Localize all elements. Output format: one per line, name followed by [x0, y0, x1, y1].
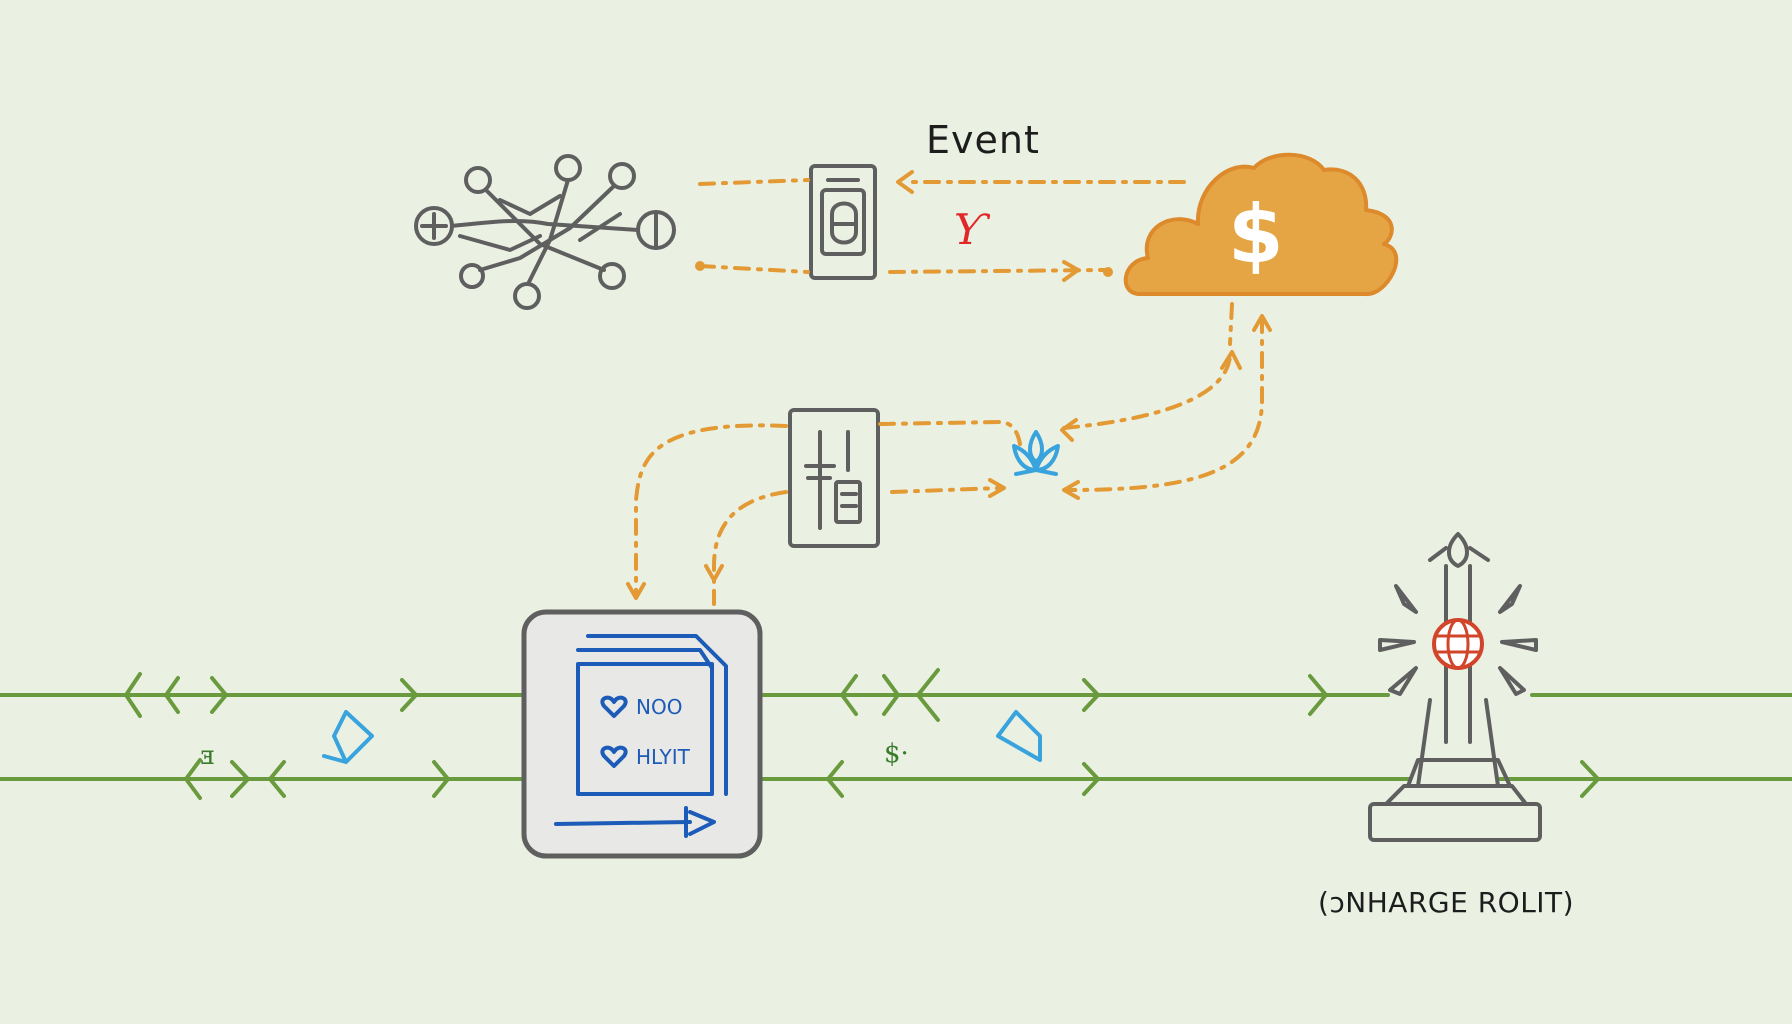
flow-cloud-to-lotus-return [1068, 316, 1264, 492]
flow-start-dot [695, 261, 705, 271]
flow-phone-to-cloud-arrowhead [1062, 260, 1080, 282]
flow-switch-to-panel [634, 423, 788, 596]
flow-cloud-to-phone-arrowhead [896, 170, 914, 194]
flow-cloud-return-arrowhead [1252, 314, 1272, 332]
panel-item-1: NOO [636, 695, 682, 719]
flow-lotus-to-cloud-arrowhead [1220, 350, 1242, 370]
bus-mark-left: ⱻ [200, 741, 214, 771]
flow-switch-to-lotus-2 [890, 486, 1002, 494]
flow-cloud-down [1228, 302, 1234, 346]
globe-icon [1432, 618, 1484, 670]
phone-icon [809, 164, 877, 280]
gateway-caption: (ↄNHARGE ROLIT) [1318, 886, 1574, 919]
switch-icon [788, 408, 880, 548]
bus-marker-left-icon [322, 710, 374, 764]
gateway-tower-icon [1368, 532, 1542, 842]
cloud-dollar-icon: $ [1123, 152, 1399, 296]
panel-icon [521, 609, 763, 859]
flow-switch-to-panel-2-arrowhead [704, 564, 724, 582]
bus-lines [0, 668, 1792, 800]
flow-phone-to-cloud [888, 268, 1106, 274]
network-hub-icon [414, 154, 676, 310]
flow-switch-to-panel-arrowhead [626, 582, 646, 600]
red-annotation: Ƴ [954, 205, 991, 254]
flow-cloud-to-lotus-arrowhead [1060, 418, 1078, 442]
flow-hub-to-phone-top [698, 178, 810, 186]
flow-return-lotus-arrowhead [1062, 480, 1080, 500]
flow-switch-to-lotus [878, 419, 1022, 446]
flow-lotus-to-cloud [1062, 354, 1232, 430]
panel-item-2: HLYIT [636, 745, 691, 769]
flow-hub-to-phone [698, 264, 810, 274]
bus-dollar-label: $· [884, 739, 909, 769]
cloud-symbol: $ [1228, 188, 1284, 281]
flow-switch-to-lotus-2-arrowhead [988, 478, 1006, 498]
diagram-title: Event [926, 118, 1040, 162]
flow-switch-to-panel-2 [712, 490, 788, 606]
bus-marker-right-icon [996, 710, 1042, 762]
lotus-node-icon [1012, 430, 1060, 476]
flow-end-dot [1103, 267, 1113, 277]
